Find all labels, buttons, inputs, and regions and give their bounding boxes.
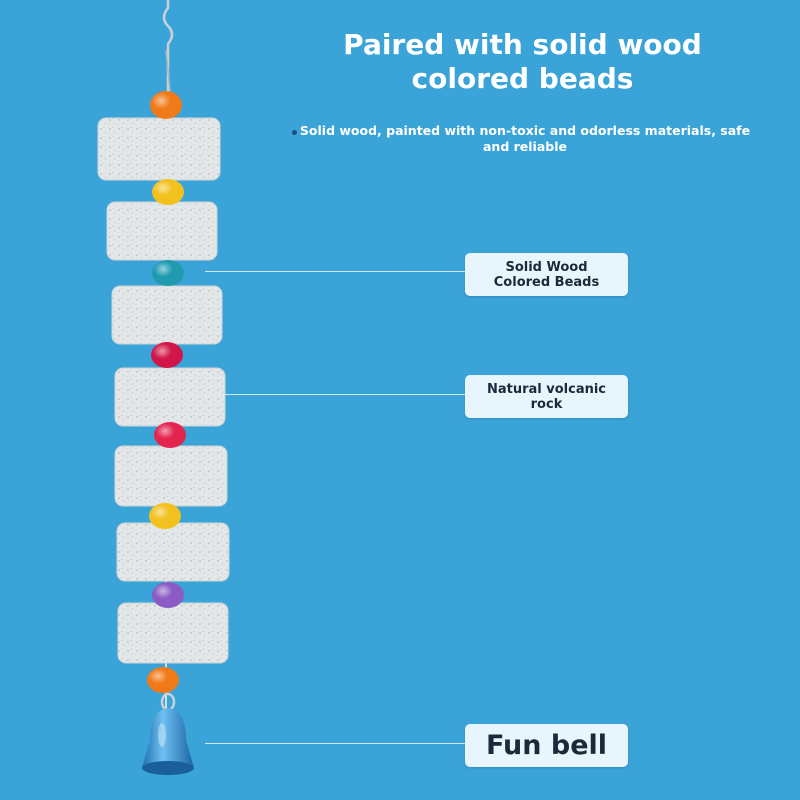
bead <box>147 667 179 693</box>
bead <box>151 342 183 368</box>
callout-beads-label: Solid Wood Colored Beads <box>493 259 600 290</box>
bead <box>149 503 181 529</box>
bead <box>152 179 184 205</box>
stone <box>116 522 230 582</box>
stone <box>97 117 221 181</box>
leader-line-beads <box>205 271 465 272</box>
callout-beads: Solid Wood Colored Beads <box>465 253 628 296</box>
stone <box>106 201 218 261</box>
callout-bell-label: Fun bell <box>485 730 608 761</box>
page-subtitle: Solid wood, painted with non-toxic and o… <box>299 123 751 154</box>
bead <box>154 422 186 448</box>
stone <box>114 367 226 427</box>
stone <box>111 285 223 345</box>
bell-icon <box>142 692 194 775</box>
hook-chain <box>162 0 174 93</box>
stone <box>117 602 229 664</box>
leader-line-bell <box>205 743 465 744</box>
callout-rock: Natural volcanic rock <box>465 375 628 418</box>
leader-line-rock <box>225 394 465 395</box>
callout-bell: Fun bell <box>465 724 628 767</box>
bead <box>152 582 184 608</box>
callout-rock-label: Natural volcanic rock <box>486 381 607 412</box>
volcanic-rock-stones <box>97 117 230 664</box>
page-title: Paired with solid wood colored beads <box>343 28 702 95</box>
bead <box>150 91 182 119</box>
stone <box>114 445 228 507</box>
bead <box>152 260 184 286</box>
wood-beads <box>147 91 186 693</box>
bullet-dot <box>292 130 297 135</box>
